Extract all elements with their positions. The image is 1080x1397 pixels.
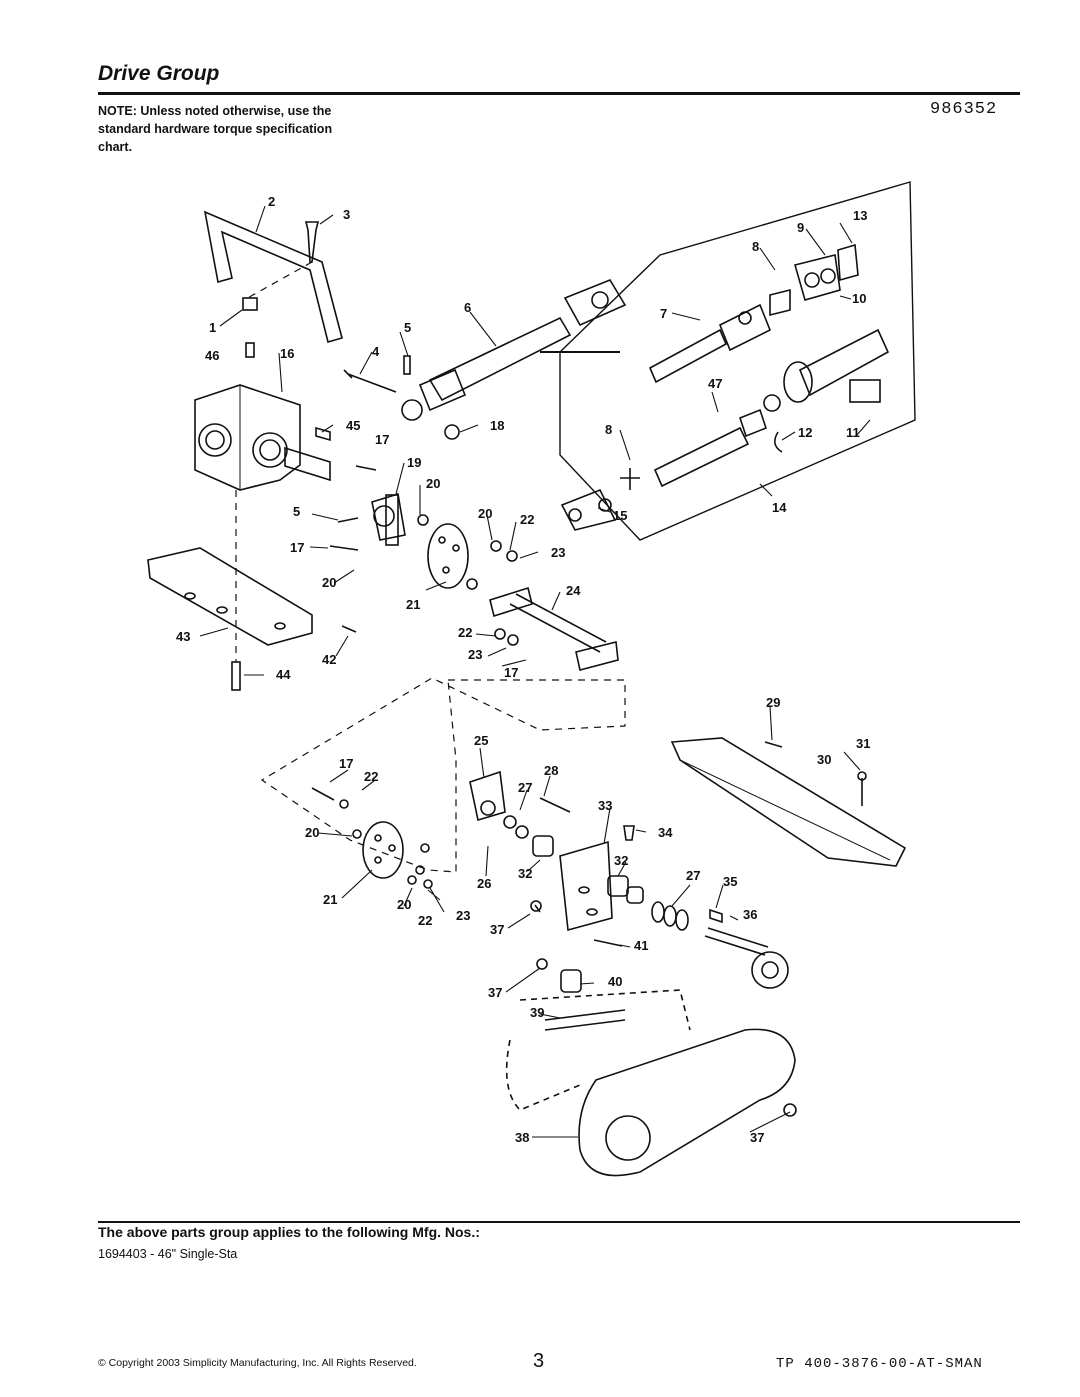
callout-23: 23 — [468, 647, 482, 662]
footer-rule — [98, 1221, 1020, 1223]
callout-41: 41 — [634, 938, 648, 953]
mfg-number: 1694403 - 46" Single-Sta — [98, 1247, 238, 1261]
pillow-block-part — [469, 770, 506, 822]
torque-note: NOTE: Unless noted otherwise, use the st… — [98, 104, 333, 154]
callout-21: 21 — [406, 597, 420, 612]
figure-number: 986352 — [930, 100, 998, 119]
callout-47: 47 — [708, 376, 722, 391]
callout-44: 44 — [276, 667, 291, 682]
hex-bolt-part — [343, 369, 397, 393]
angle-bracket-part — [670, 737, 907, 867]
callout-38: 38 — [515, 1130, 529, 1145]
callout-8: 8 — [752, 239, 759, 254]
callout-13: 13 — [853, 208, 867, 223]
callout-46: 46 — [205, 348, 219, 363]
inset-detail-box — [559, 181, 916, 541]
callout-17: 17 — [290, 540, 304, 555]
callout-1: 1 — [209, 320, 216, 335]
callout-37: 37 — [488, 985, 502, 1000]
gearbox-part — [194, 384, 301, 491]
callout-40: 40 — [608, 974, 622, 989]
exploded-parts-diagram: 1 2 3 46 16 6 5 4 45 17 18 19 20 5 20 22… — [147, 181, 916, 1177]
page-number: 3 — [533, 1350, 545, 1372]
document-number: TP 400-3876-00-AT-SMAN — [776, 1356, 983, 1372]
callout-5: 5 — [293, 504, 300, 519]
callout-17: 17 — [339, 756, 353, 771]
callout-26: 26 — [477, 876, 491, 891]
callout-39: 39 — [530, 1005, 544, 1020]
base-plate-part — [147, 547, 313, 646]
flange-disk-part — [427, 523, 469, 589]
callout-14: 14 — [772, 500, 787, 515]
callout-20: 20 — [322, 575, 336, 590]
coupler-part — [371, 492, 406, 541]
callout-43: 43 — [176, 629, 190, 644]
callout-45: 45 — [346, 418, 360, 433]
callout-4: 4 — [372, 344, 380, 359]
callout-25: 25 — [474, 733, 488, 748]
callout-37: 37 — [750, 1130, 764, 1145]
callout-33: 33 — [598, 798, 612, 813]
callout-9: 9 — [797, 220, 804, 235]
applies-heading: The above parts group applies to the fol… — [98, 1224, 480, 1240]
mount-plate-part — [559, 840, 613, 932]
callout-19: 19 — [407, 455, 421, 470]
pivot-tube-part — [489, 586, 533, 618]
callout-20: 20 — [397, 897, 411, 912]
callout-35: 35 — [723, 874, 737, 889]
callout-7: 7 — [660, 306, 667, 321]
callout-18: 18 — [490, 418, 504, 433]
callout-22: 22 — [458, 625, 472, 640]
callout-34: 34 — [658, 825, 673, 840]
title-rule — [98, 92, 1020, 95]
callout-21: 21 — [323, 892, 337, 907]
callout-3: 3 — [343, 207, 350, 222]
callout-16: 16 — [280, 346, 294, 361]
callout-2: 2 — [268, 194, 275, 209]
square-nut-part — [242, 297, 258, 311]
sprocket-part — [751, 951, 789, 989]
callout-32: 32 — [518, 866, 532, 881]
callout-6: 6 — [464, 300, 471, 315]
callout-31: 31 — [856, 736, 870, 751]
callout-22: 22 — [364, 769, 378, 784]
callout-37: 37 — [490, 922, 504, 937]
driveshaft-part — [428, 316, 572, 402]
page-title: Drive Group — [98, 62, 220, 85]
callout-11: 11 — [846, 425, 860, 440]
callout-12: 12 — [798, 425, 812, 440]
callout-5: 5 — [404, 320, 411, 335]
chain-part — [544, 1009, 626, 1031]
callout-32: 32 — [614, 853, 628, 868]
callout-36: 36 — [743, 907, 757, 922]
callout-20: 20 — [426, 476, 440, 491]
callout-20: 20 — [305, 825, 319, 840]
callout-17: 17 — [375, 432, 389, 447]
callout-27: 27 — [686, 868, 700, 883]
copyright-text: © Copyright 2003 Simplicity Manufacturin… — [98, 1357, 417, 1369]
callout-22: 22 — [520, 512, 534, 527]
callout-22: 22 — [418, 913, 432, 928]
callout-8: 8 — [605, 422, 612, 437]
callout-23: 23 — [456, 908, 470, 923]
chain-guard-part — [578, 1028, 796, 1177]
callout-15: 15 — [613, 508, 627, 523]
callout-27: 27 — [518, 780, 532, 795]
callout-30: 30 — [817, 752, 831, 767]
callout-17: 17 — [504, 665, 518, 680]
callout-42: 42 — [322, 652, 336, 667]
callout-20: 20 — [478, 506, 492, 521]
callout-28: 28 — [544, 763, 558, 778]
callout-29: 29 — [766, 695, 780, 710]
callout-23: 23 — [551, 545, 565, 560]
callout-10: 10 — [852, 291, 866, 306]
callout-24: 24 — [566, 583, 581, 598]
